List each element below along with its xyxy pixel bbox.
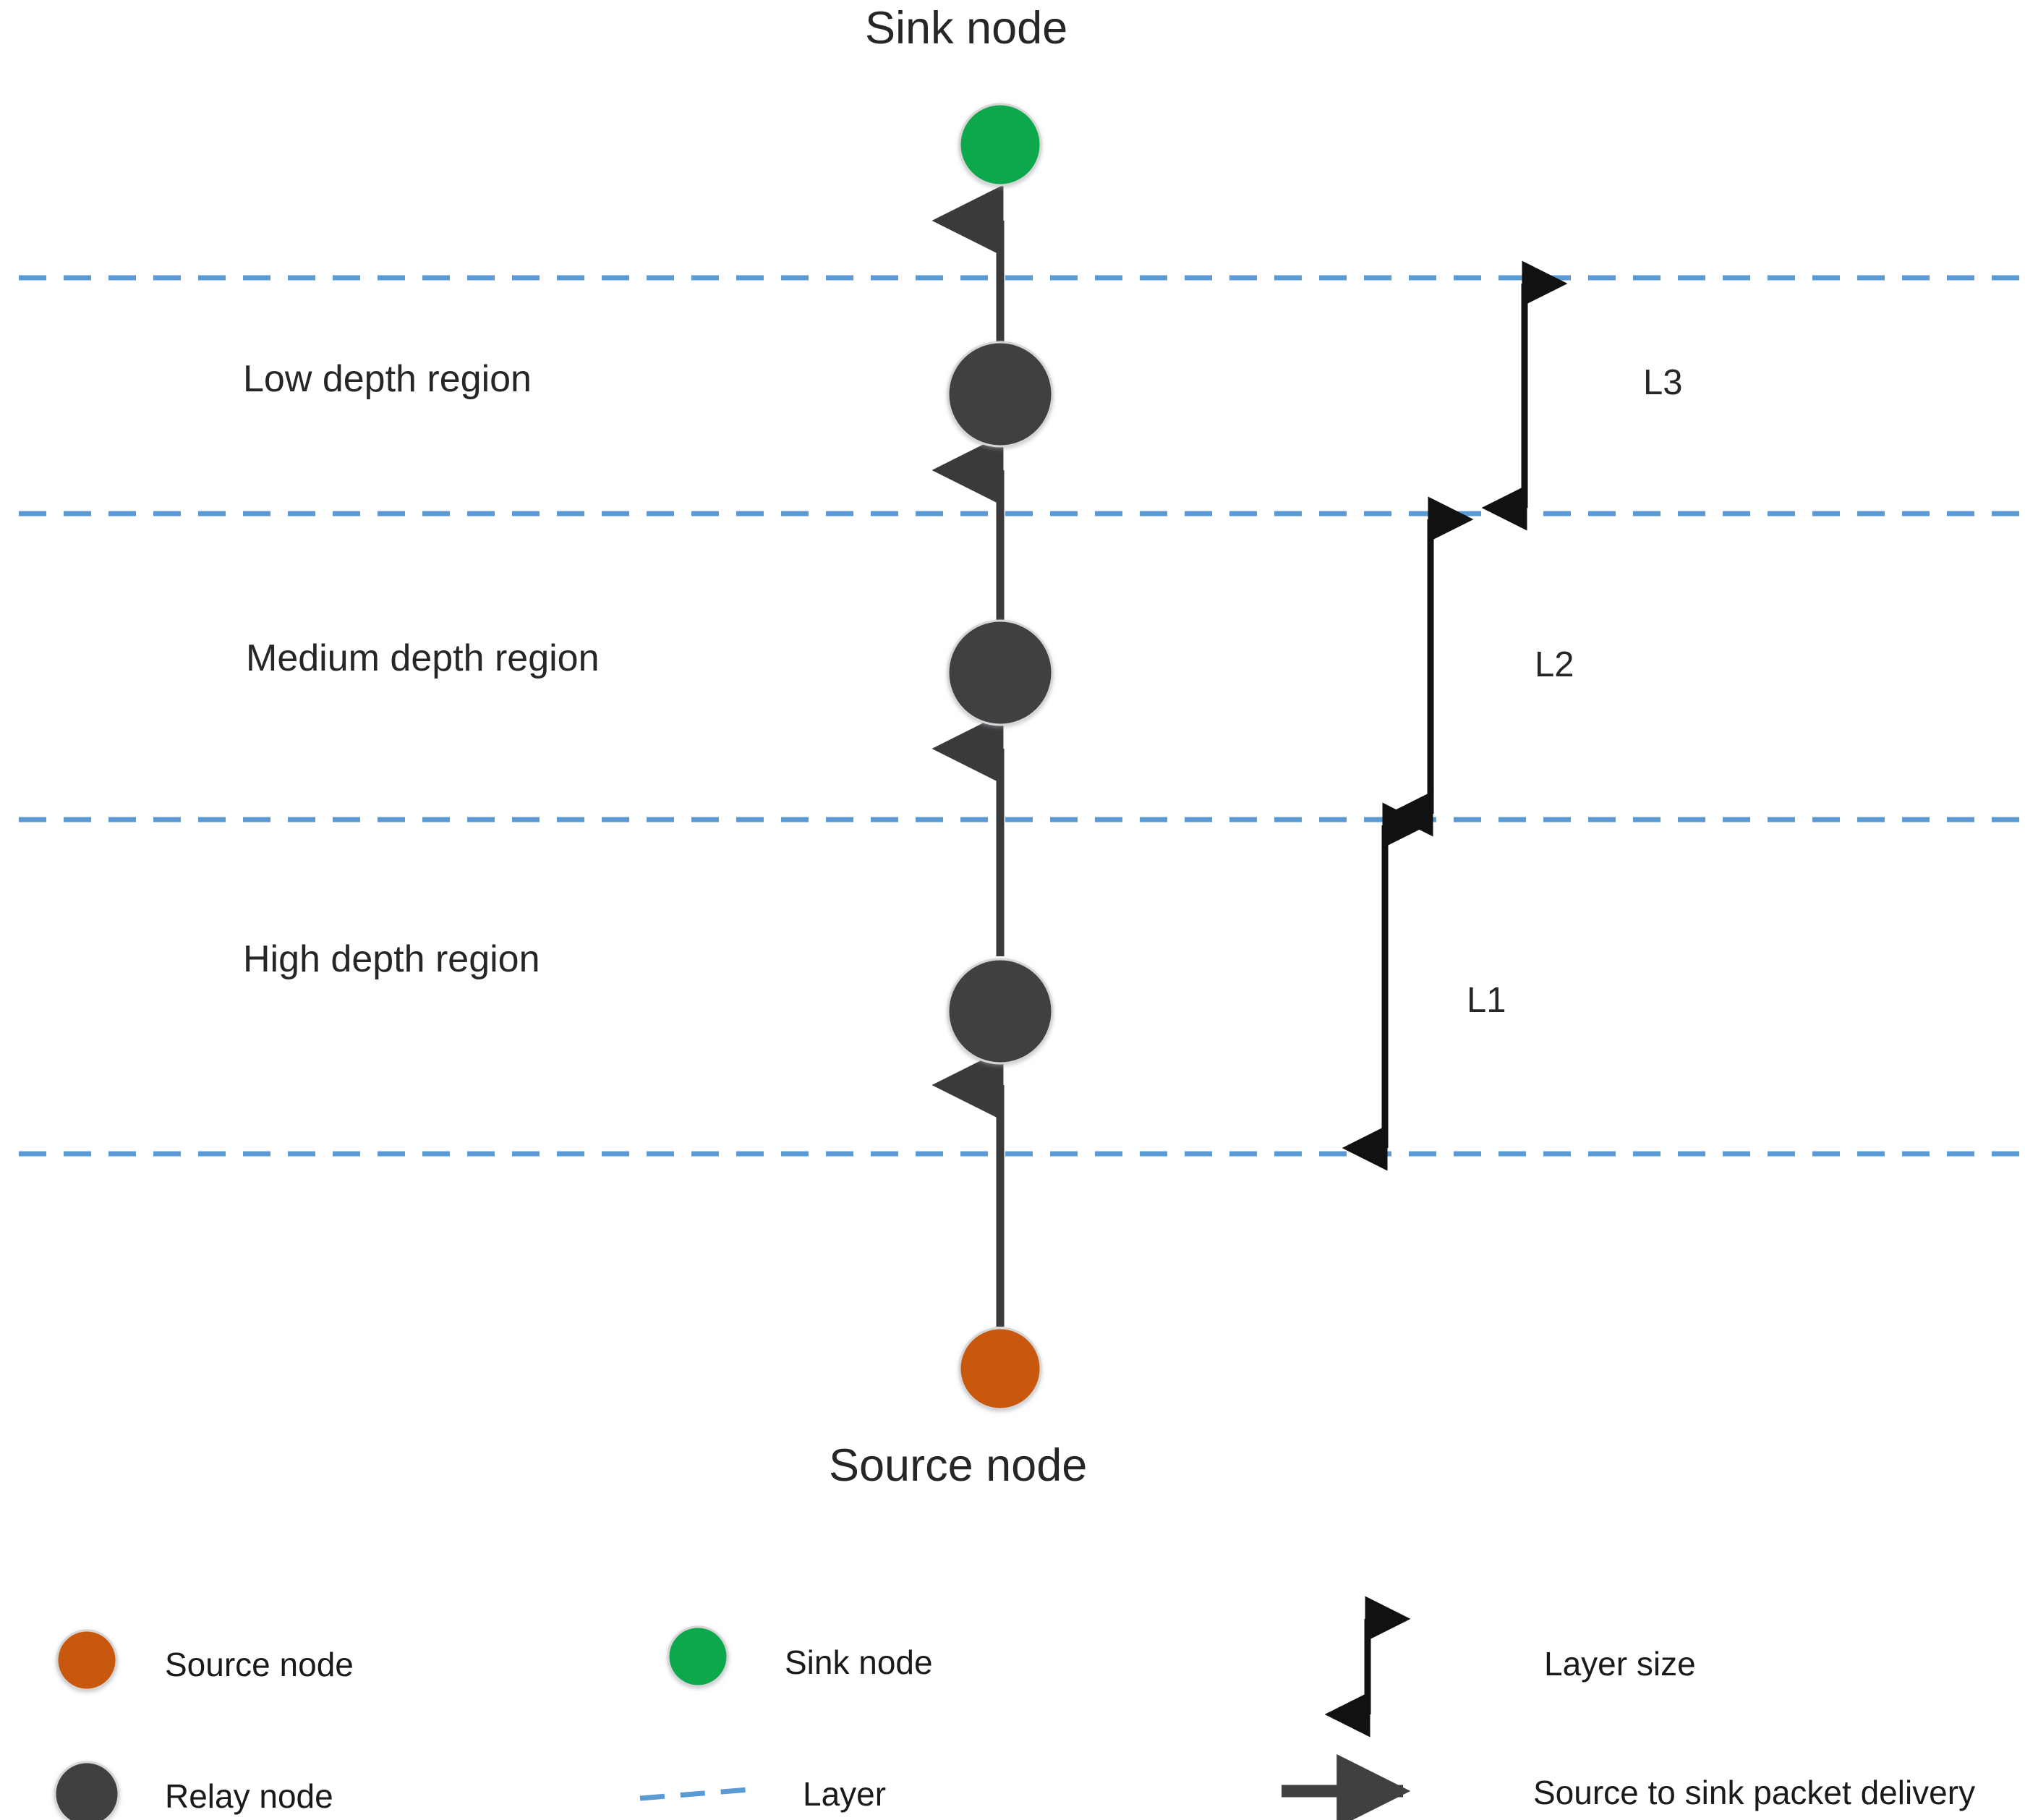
sink-node [958, 103, 1042, 187]
legend-label-layer: Layer [803, 1775, 887, 1813]
legend-symbols [54, 1596, 1411, 1820]
legend-label-packet-delivery: Source to sink packet delivery [1533, 1774, 1976, 1811]
relay-node-high [947, 958, 1054, 1065]
layer-size-arrows [1342, 260, 1568, 1171]
relay-node-low [947, 341, 1054, 448]
legend-layer-dashed-line [639, 1786, 759, 1801]
layer-size-label-l1: L1 [1467, 981, 1506, 1020]
legend-label-relay-node: Relay node [165, 1777, 333, 1815]
legend-sink-node-swatch [667, 1625, 729, 1688]
relay-node-medium [947, 619, 1054, 726]
legend-label-layer-size: Layer size [1544, 1645, 1696, 1683]
layer-size-label-l3: L3 [1643, 363, 1683, 402]
region-label-medium-depth: Medium depth region [246, 637, 600, 679]
sink-node-title: Sink node [865, 3, 1068, 54]
source-node [958, 1327, 1042, 1411]
legend-label-sink-node: Sink node [785, 1643, 933, 1681]
legend-label-source-node: Source node [165, 1646, 354, 1683]
source-node-title: Source node [829, 1440, 1088, 1491]
region-label-low-depth: Low depth region [243, 358, 532, 400]
legend-source-node-swatch [56, 1629, 118, 1691]
region-label-high-depth: High depth region [243, 938, 540, 980]
layer-separator-lines [19, 275, 2025, 1157]
layer-size-label-l2: L2 [1535, 645, 1574, 684]
node-group [947, 103, 1054, 1411]
legend-relay-node-swatch [54, 1761, 120, 1820]
